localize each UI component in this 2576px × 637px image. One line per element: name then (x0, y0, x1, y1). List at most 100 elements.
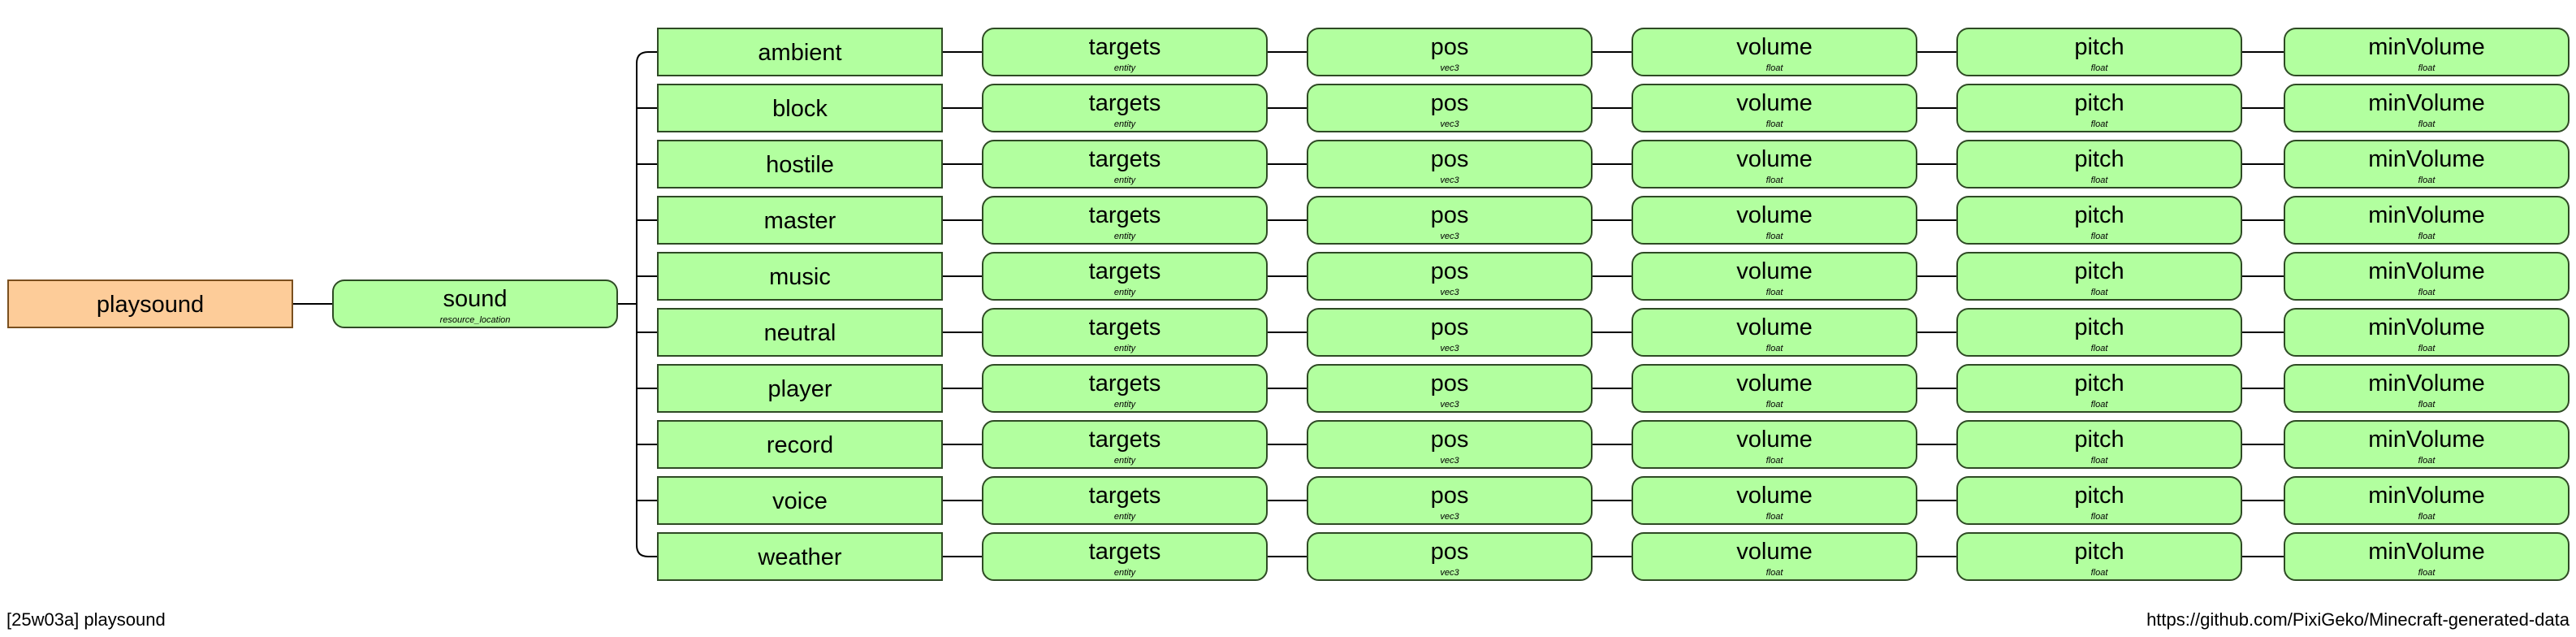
argument-node-hostile-pitch-type: float (2091, 176, 2109, 185)
literal-node-record[interactable]: record (657, 420, 943, 469)
literal-node-hostile[interactable]: hostile (657, 140, 943, 188)
argument-node-voice-pitch-type: float (2091, 512, 2109, 522)
argument-node-master-pitch[interactable]: pitch float (1956, 196, 2242, 245)
root-node-playsound-box (7, 280, 293, 328)
argument-node-music-minVolume-label: minVolume (2368, 258, 2484, 284)
argument-node-block-targets-box (982, 84, 1268, 132)
literal-node-record-label: record (767, 432, 833, 458)
argument-node-player-volume-label: volume (1736, 370, 1813, 396)
literal-node-block-label: block (772, 96, 828, 122)
argument-node-neutral-targets[interactable]: targets entity (982, 308, 1268, 357)
argument-node-player-pos-box (1307, 364, 1593, 413)
argument-node-master-pitch-type: float (2091, 232, 2109, 241)
argument-node-voice-pitch-box (1956, 476, 2242, 525)
argument-node-master-pitch-label: pitch (2074, 202, 2124, 228)
argument-node-ambient-pitch-type: float (2091, 63, 2109, 73)
argument-node-ambient-pos-type: vec3 (1440, 63, 1459, 73)
literal-node-music[interactable]: music (657, 252, 943, 301)
argument-node-music-pos[interactable]: pos vec3 (1307, 252, 1593, 301)
argument-node-weather-volume-type: float (1766, 568, 1784, 578)
literal-node-ambient[interactable]: ambient (657, 28, 943, 76)
argument-node-music-minVolume-box (2284, 252, 2570, 301)
argument-node-master-pitch-box (1956, 196, 2242, 245)
literal-node-ambient-box (657, 28, 943, 76)
argument-node-neutral-targets-label: targets (1089, 314, 1161, 340)
argument-node-record-volume-type: float (1766, 456, 1784, 466)
argument-node-block-pos-type: vec3 (1440, 119, 1459, 129)
argument-node-weather-volume-box (1632, 532, 1917, 581)
literal-node-neutral[interactable]: neutral (657, 308, 943, 357)
argument-node-neutral-targets-type: entity (1114, 344, 1137, 353)
argument-node-voice-targets-label: targets (1089, 483, 1161, 509)
literal-node-block[interactable]: block (657, 84, 943, 132)
argument-node-block-pos-box (1307, 84, 1593, 132)
argument-node-music-targets-box (982, 252, 1268, 301)
argument-node-player-volume[interactable]: volume float (1632, 364, 1917, 413)
literal-node-player-box (657, 364, 943, 413)
footer-source-link[interactable]: https://github.com/PixiGeko/Minecraft-ge… (2146, 609, 2570, 630)
argument-node-weather-minVolume-type: float (2418, 568, 2436, 578)
root-node-playsound[interactable]: playsound (7, 280, 293, 328)
argument-node-player-volume-type: float (1766, 400, 1784, 410)
literal-node-player[interactable]: player (657, 364, 943, 413)
literal-node-weather[interactable]: weather (657, 532, 943, 581)
argument-node-record-minVolume-type: float (2418, 456, 2436, 466)
argument-node-music-pos-label: pos (1431, 258, 1469, 284)
argument-node-neutral-minVolume-type: float (2418, 344, 2436, 353)
argument-node-block-volume-box (1632, 84, 1917, 132)
literal-node-voice[interactable]: voice (657, 476, 943, 525)
argument-node-neutral-pitch-box (1956, 308, 2242, 357)
argument-node-voice-volume-type: float (1766, 512, 1784, 522)
argument-node-music-pos-type: vec3 (1440, 288, 1459, 297)
literal-node-master[interactable]: master (657, 196, 943, 245)
argument-node-block-pitch-type: float (2091, 119, 2109, 129)
